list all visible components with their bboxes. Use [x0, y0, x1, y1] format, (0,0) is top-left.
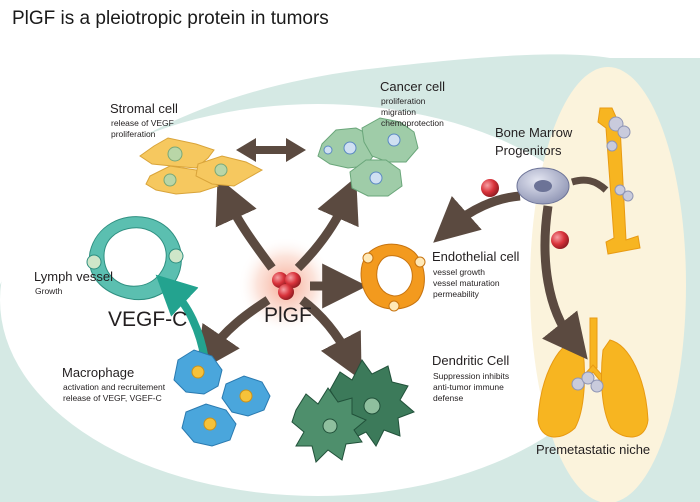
endothelial-cell-icon: [360, 243, 426, 312]
endothelial-detail-2: vessel maturation: [433, 278, 500, 288]
niche-label: Premetastatic niche: [536, 442, 651, 457]
macrophage-detail-2: release of VEGF, VGEF-C: [63, 393, 162, 403]
arrow-bm-to-lungs: [540, 205, 588, 360]
lymph-label: Lymph vessel: [34, 269, 113, 284]
bone-marrow-label-2: Progenitors: [495, 143, 562, 158]
endothelial-label: Endothelial cell: [432, 249, 520, 264]
page-title: PlGF is a pleiotropic protein in tumors: [12, 8, 329, 29]
lungs-icon: [537, 317, 649, 438]
stromal-cells-icon: [139, 137, 264, 195]
arrow-to-cancer: [294, 176, 359, 272]
arrow-bm-to-endothelial: [433, 191, 521, 243]
bone-marrow-progenitor-icon: [516, 167, 570, 205]
dendritic-detail-3: defense: [433, 393, 464, 403]
cancer-detail-3: chemoprotection: [381, 118, 444, 128]
arrow-bone-to-bm: [570, 176, 609, 193]
stromal-detail-1: release of VEGF: [111, 118, 174, 128]
arrow-to-macrophage: [195, 296, 271, 373]
stromal-detail-2: proliferation: [111, 129, 156, 139]
arrow-to-dendritic: [299, 296, 362, 381]
macrophage-cells-icon: [173, 349, 271, 447]
cancer-detail-2: migration: [381, 107, 416, 117]
cancer-cells-icon: [317, 117, 419, 197]
vegf-c-label: VEGF-C: [108, 308, 188, 331]
dendritic-label: Dendritic Cell: [432, 353, 510, 368]
endothelial-detail-3: permeability: [433, 289, 479, 299]
arrow-to-lymph: [155, 274, 209, 361]
plgf-label: PlGF: [264, 304, 312, 327]
plgf-ball-a: [481, 179, 499, 197]
dendritic-detail-2: anti-tumor immune: [433, 382, 504, 392]
cancer-detail-1: proliferation: [381, 96, 426, 106]
endothelial-detail-1: vessel growth: [433, 267, 485, 277]
dendritic-cells-icon: [291, 359, 415, 463]
stromal-label: Stromal cell: [110, 101, 178, 116]
plgf-molecule-icon: [272, 272, 301, 300]
double-arrow: [236, 138, 306, 162]
dendritic-detail-1: Suppression inhibits: [433, 371, 510, 381]
bone-marrow-label-1: Bone Marrow: [495, 125, 573, 140]
macrophage-label: Macrophage: [62, 365, 135, 380]
bone-icon: [597, 107, 641, 255]
arrow-to-stromal: [215, 177, 276, 271]
cancer-label: Cancer cell: [380, 79, 446, 94]
macrophage-detail-1: activation and recruitement: [63, 382, 166, 392]
plgf-ball-b: [551, 231, 569, 249]
lymph-detail-1: Growth: [35, 286, 63, 296]
